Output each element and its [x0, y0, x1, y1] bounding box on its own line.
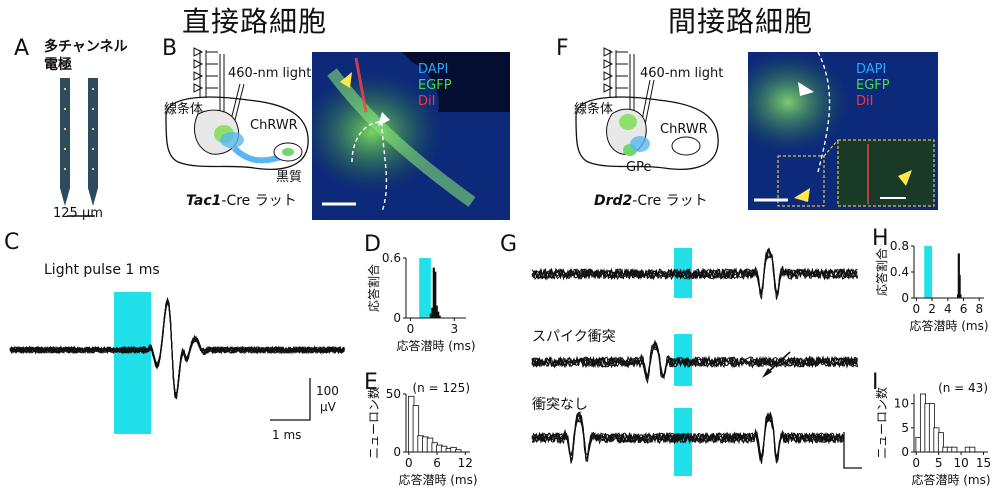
light-window-H [924, 246, 933, 298]
drd2-suffix: -Cre ラット [632, 193, 708, 209]
y-tick-label-H: 0 [901, 291, 909, 305]
light-pulse-window-c [114, 292, 151, 434]
indirect-pathway-schematic [575, 47, 719, 170]
y-tick-label-H: 0.8 [890, 239, 909, 253]
x-axis-label-E: 応答潜時 (ms) [398, 472, 477, 487]
scale-y-unit: µV [320, 400, 336, 414]
direct-micrograph [312, 52, 510, 220]
panel-label-d: D [364, 232, 381, 257]
x-tick-label-I: 10 [953, 456, 968, 470]
x-tick-label-I: 5 [935, 456, 943, 470]
drd2-rat-label: Drd2-Cre ラット [594, 190, 708, 210]
y-axis-label-D: 応答割合 [366, 264, 381, 312]
y-tick-label-I: 0 [901, 445, 909, 459]
x-tick-label-E: 0 [405, 456, 413, 470]
panel-label-a: A [14, 36, 30, 61]
trace-g-no-collision [531, 412, 845, 463]
x-tick-label-D: 0 [407, 322, 415, 336]
indirect-micrograph [748, 52, 938, 210]
histogram-d: 0 0.6 0 3 応答潜時 (ms) 応答割合 [366, 251, 476, 353]
direct-striatum-label: 線条体 [164, 102, 204, 117]
x-axis-label-I: 応答潜時 (ms) [911, 472, 990, 487]
y-tick-label-E: 50 [386, 387, 401, 401]
tac1-gene: Tac1 [186, 193, 222, 209]
indirect-legend-egfp: EGFP [856, 78, 890, 93]
trace-g-baseline [531, 249, 858, 296]
direct-pathway-schematic [165, 47, 309, 170]
direct-legend-dapi: DAPI [418, 62, 449, 77]
collision-label: スパイク衝突 [532, 329, 616, 345]
y-axis-label-H: 応答割合 [874, 248, 889, 296]
panel-label-e: E [364, 370, 378, 395]
scale-y-value: 100 [316, 384, 339, 398]
indirect-light-label: 460-nm light [640, 66, 724, 81]
trace-g-baseline [531, 253, 858, 300]
light-pulse-label: Light pulse 1 ms [44, 262, 160, 278]
x-tick-label-I: 15 [976, 456, 991, 470]
nigra-label: 黒質 [276, 170, 303, 185]
x-tick-label-H: 0 [913, 302, 921, 316]
x-tick-label-H: 2 [928, 302, 936, 316]
histogram-e: 0 50 0 6 12 応答潜時 (ms) ニューロン数 (n = 125) [366, 381, 478, 487]
direct-chrwr-label: ChRWR [250, 118, 298, 133]
x-tick-label-H: 8 [975, 302, 983, 316]
indirect-pathway-title: 間接路細胞 [668, 5, 814, 38]
indirect-striatum-label: 線条体 [574, 102, 614, 117]
x-tick-label-E: 6 [433, 456, 441, 470]
electrode-drawing [60, 78, 98, 217]
c-scale-bar [270, 378, 311, 421]
light-window-D [419, 258, 431, 318]
electrode-label: 多チャンネル 電極 [44, 39, 128, 73]
electrode-scale-label: 125 µm [53, 206, 103, 221]
direct-light-label: 460-nm light [228, 66, 312, 81]
y-tick-label-H: 0.4 [890, 265, 909, 279]
tac1-suffix: -Cre ラット [221, 193, 297, 209]
indirect-legend-dil: DiI [856, 94, 874, 109]
tac1-rat-label: Tac1-Cre ラット [186, 190, 297, 210]
indirect-legend-dapi: DAPI [856, 62, 887, 77]
x-tick-label-I: 0 [912, 456, 920, 470]
panel-label-h: H [872, 226, 889, 251]
x-tick-label-H: 4 [944, 302, 952, 316]
drd2-gene: Drd2 [594, 193, 633, 209]
x-tick-label-D: 3 [450, 322, 458, 336]
y-tick-label-D: 0.6 [382, 251, 401, 265]
y-axis-label-I: ニューロン数 [874, 387, 889, 459]
indirect-chrwr-label: ChRWR [660, 122, 708, 137]
direct-micrograph-image [312, 52, 510, 220]
g-scale-bar [843, 432, 862, 469]
panel-label-i: I [872, 370, 879, 395]
direct-spike-traces [9, 292, 345, 434]
panel-label-c: C [4, 230, 20, 255]
y-tick-label-I: 5 [901, 421, 909, 435]
indirect-spike-traces [531, 247, 862, 476]
no-collision-label: 衝突なし [532, 397, 588, 413]
n-annotation-I: (n = 43) [938, 381, 988, 395]
x-axis-label-H: 応答潜時 (ms) [909, 318, 988, 333]
direct-pathway-title: 直接路細胞 [182, 5, 328, 38]
panel-label-f: F [556, 36, 569, 61]
bar-I [969, 446, 976, 453]
trace-c-line [9, 299, 345, 395]
histogram-i: 0 5 10 0 5 10 15 応答潜時 (ms) ニューロン数 (n = 43) [874, 381, 991, 487]
panel-label-g: G [500, 232, 518, 257]
n-annotation-E: (n = 125) [412, 381, 470, 395]
y-tick-label-D: 0 [393, 311, 401, 325]
x-tick-label-E: 12 [458, 456, 473, 470]
y-tick-label-I: 10 [894, 397, 909, 411]
panel-label-b: B [162, 36, 178, 61]
trace-g-collision [531, 342, 858, 380]
scale-x-value: 1 ms [272, 428, 302, 442]
bar-I [951, 446, 958, 453]
direct-legend-dil: DiI [418, 94, 436, 109]
y-axis-label-E: ニューロン数 [366, 387, 381, 459]
y-tick-label-E: 0 [393, 445, 401, 459]
x-axis-label-D: 応答潜時 (ms) [396, 338, 475, 353]
indirect-micrograph-image [748, 52, 938, 210]
direct-legend-egfp: EGFP [418, 78, 452, 93]
x-tick-label-H: 6 [960, 302, 968, 316]
gpe-label: GPe [626, 160, 652, 175]
